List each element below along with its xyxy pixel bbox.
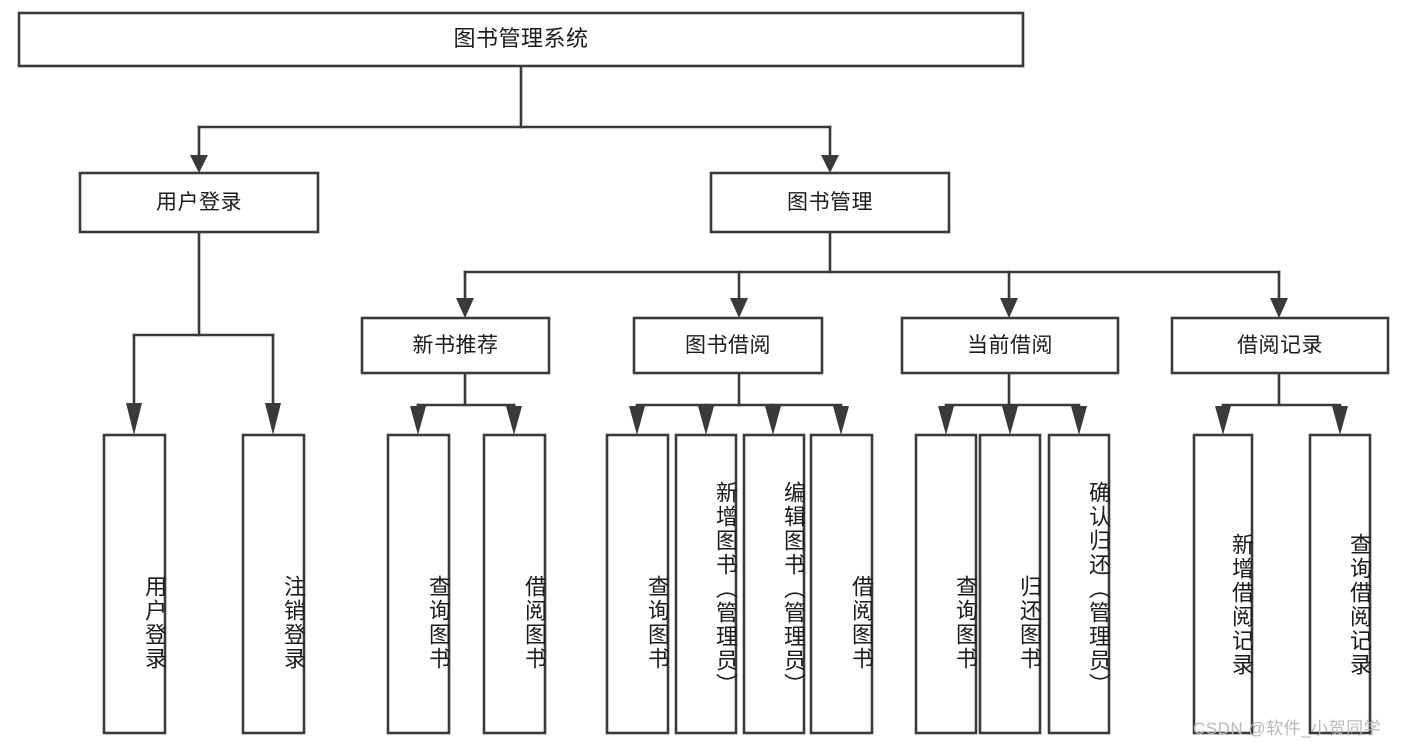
node-box-leaf-current-confirm[interactable] bbox=[1047, 433, 1111, 735]
node-box-leaf-record-add[interactable] bbox=[1192, 433, 1254, 735]
arrow-to-leaf-borrow-add bbox=[698, 406, 714, 435]
node-box-borrow-record[interactable] bbox=[1170, 316, 1390, 375]
node-box-leaf-borrow-query[interactable] bbox=[605, 433, 670, 735]
arrow-to-leaf-record-add bbox=[1215, 406, 1231, 435]
node-box-leaf-borrow-add[interactable] bbox=[674, 433, 738, 735]
node-box-book-borrow[interactable] bbox=[632, 316, 824, 375]
arrow-to-leaf-user-logout bbox=[265, 403, 281, 435]
arrow-to-leaf-recommend-query bbox=[410, 406, 426, 435]
node-box-leaf-recommend-query[interactable] bbox=[386, 433, 451, 735]
node-box-book-manage[interactable] bbox=[709, 171, 951, 234]
node-box-leaf-current-return[interactable] bbox=[978, 433, 1042, 735]
arrow-to-leaf-borrow-query bbox=[629, 406, 645, 435]
node-box-leaf-borrow-edit[interactable] bbox=[742, 433, 806, 735]
node-box-leaf-current-query[interactable] bbox=[914, 433, 978, 735]
node-box-leaf-user-login[interactable] bbox=[102, 433, 167, 735]
csdn-watermark: CSDN @软件_小贺同学 bbox=[1193, 719, 1382, 738]
arrow-to-leaf-current-confirm bbox=[1071, 406, 1087, 435]
node-box-user-login[interactable] bbox=[78, 171, 320, 234]
arrow-to-leaf-current-query bbox=[938, 406, 954, 435]
arrow-to-borrow-record bbox=[1270, 298, 1288, 318]
node-box-leaf-user-logout[interactable] bbox=[241, 433, 306, 735]
arrow-root-to-book-manage bbox=[821, 155, 839, 173]
node-box-group bbox=[17, 11, 1390, 735]
node-box-new-book-recommend[interactable] bbox=[360, 316, 551, 375]
arrow-root-to-user-login bbox=[190, 155, 208, 173]
arrow-to-leaf-record-query bbox=[1332, 406, 1348, 435]
node-box-leaf-borrow-do[interactable] bbox=[809, 433, 874, 735]
connector-group bbox=[126, 64, 1348, 435]
arrow-to-leaf-borrow-do bbox=[833, 406, 849, 435]
node-box-current-borrow[interactable] bbox=[900, 316, 1120, 375]
node-box-root[interactable] bbox=[17, 11, 1025, 68]
arrow-to-leaf-recommend-borrow bbox=[506, 406, 522, 435]
node-box-leaf-record-query[interactable] bbox=[1308, 433, 1372, 735]
arrow-to-leaf-current-return bbox=[1002, 406, 1018, 435]
arrow-to-book-borrow bbox=[730, 298, 748, 318]
node-box-leaf-recommend-borrow[interactable] bbox=[482, 433, 547, 735]
arrow-to-leaf-user-login bbox=[126, 403, 142, 435]
arrow-to-new-book-recommend bbox=[456, 298, 474, 318]
arrow-to-leaf-borrow-edit bbox=[765, 406, 781, 435]
arrow-to-current-borrow bbox=[1000, 298, 1018, 318]
